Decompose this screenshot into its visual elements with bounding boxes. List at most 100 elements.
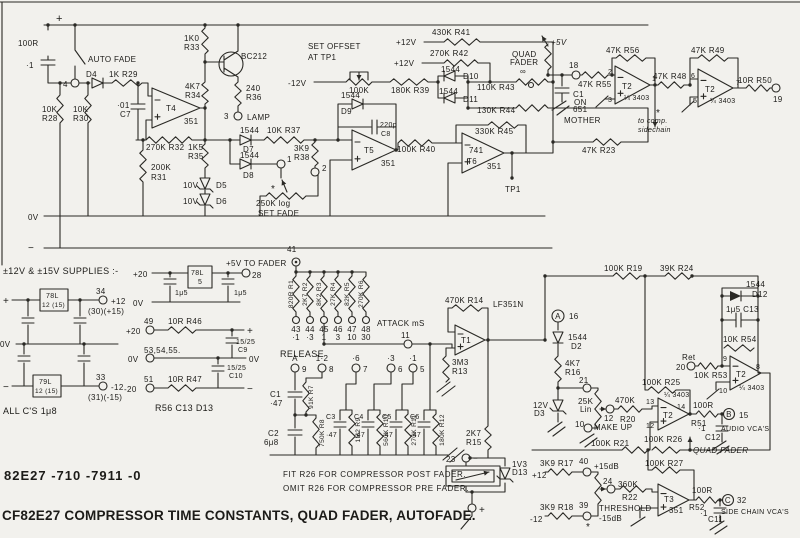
junction-dot: [293, 413, 297, 417]
junction-dot: [308, 270, 312, 274]
terminal: [317, 363, 327, 373]
schematic-label: 79L: [39, 379, 52, 386]
terminal: [467, 503, 477, 513]
schematic-label: 9: [302, 365, 307, 374]
junction-dot: [26, 298, 30, 302]
schematic-label: D10: [463, 72, 479, 81]
junction-dot: [556, 386, 560, 390]
schematic-label: 10K R37: [267, 126, 301, 135]
schematic-label: 13: [646, 399, 655, 406]
schematic-label: 1K5: [188, 143, 203, 152]
schematic-label: 10: [347, 333, 357, 342]
junction-dot: [236, 23, 240, 27]
schematic-label: 15/25: [227, 365, 246, 372]
schematic-label: R38: [294, 153, 310, 162]
schematic-label: Lin: [580, 405, 592, 414]
schematic-label: C2: [268, 429, 279, 438]
schematic-label: −: [247, 384, 253, 395]
schematic-label: SIDE CHAIN VCA'S: [721, 509, 789, 516]
schematic-label: 330K R45: [475, 127, 514, 136]
schematic-label: +20: [133, 270, 148, 279]
junction-dot: [546, 73, 550, 77]
schematic-label: MOTHER: [564, 116, 601, 125]
schematic-label: 48: [361, 325, 371, 334]
junction-dot: [646, 448, 650, 452]
terminal: [686, 361, 696, 371]
schematic-label: 7: [736, 80, 740, 87]
schematic-label: 1M2 R9: [355, 418, 362, 443]
junction-dot: [46, 23, 50, 27]
schematic-label: ALL C'S 1μ8: [3, 406, 57, 416]
junction-dot: [510, 151, 514, 155]
schematic-label: R22: [622, 493, 638, 502]
junction-dot: [394, 148, 398, 152]
schematic-label: 250K log: [256, 199, 290, 208]
schematic-label: 91K R7: [308, 385, 315, 409]
schematic-label: 3: [224, 112, 229, 121]
schematic-label: ·1: [698, 424, 706, 433]
junction-dot: [58, 81, 62, 85]
schematic-label: *: [656, 108, 660, 119]
schematic-label: 53,54,55.: [144, 346, 181, 355]
schematic-label: QUAD: [512, 50, 537, 59]
schematic-label: 47K R48: [653, 72, 687, 81]
schematic-label: 10V: [183, 181, 199, 190]
schematic-label: 47K R49: [691, 46, 725, 55]
schematic-label: +: [247, 326, 253, 337]
schematic-label: ¼ 3403: [624, 95, 649, 102]
schematic-label: 10: [575, 420, 585, 429]
schematic-label: 82K R5: [344, 282, 351, 306]
schematic-label: 750K R8: [319, 419, 326, 447]
schematic-label: R20: [620, 415, 636, 424]
terminal: [605, 404, 615, 414]
schematic-label: 15: [739, 411, 749, 420]
schematic-label: LAMP: [247, 113, 270, 122]
schematic-label: 1544: [439, 87, 458, 96]
schematic-label: T6: [467, 157, 477, 166]
schematic-label: 1V3: [512, 460, 527, 469]
terminal: [145, 325, 155, 335]
schematic-label: D4: [86, 70, 97, 79]
schematic-label: 1: [287, 155, 292, 164]
schematic-label: 270K R32: [146, 143, 185, 152]
schematic-label: A: [555, 312, 561, 321]
schematic-label: sidechain: [638, 127, 671, 134]
schematic-label: 1544: [240, 151, 259, 160]
junction-dot: [720, 364, 724, 368]
schematic-label: D9: [341, 107, 352, 116]
schematic-label: 351: [184, 117, 199, 126]
junction-dot: [720, 412, 724, 416]
junction-dot: [688, 448, 692, 452]
schematic-label: C1: [270, 390, 281, 399]
schematic-label: C4: [354, 414, 364, 421]
junction-dot: [228, 138, 232, 142]
junction-dot: [756, 294, 760, 298]
schematic-label: R51: [691, 419, 707, 428]
schematic-label: 470K: [615, 396, 635, 405]
schematic-label: 8: [329, 365, 334, 374]
schematic-label: C1: [573, 90, 584, 99]
junction-dot: [510, 176, 514, 180]
junction-dot: [226, 271, 230, 275]
schematic-label: R31: [151, 173, 167, 182]
schematic-label: 45: [319, 325, 329, 334]
schematic-label: D3: [534, 409, 545, 418]
schematic-label: 0V: [133, 299, 144, 308]
schematic-label: 651: [573, 105, 588, 114]
schematic-label: 10K R53: [694, 371, 728, 380]
junction-dot: [720, 294, 724, 298]
schematic-label: T4: [166, 104, 176, 113]
junction-dot: [436, 80, 440, 84]
schematic-label: 8: [756, 364, 760, 371]
schematic-label: 78L: [191, 270, 204, 277]
junction-dot: [336, 270, 340, 274]
junction-dot: [543, 338, 547, 342]
schematic-label: 10K R54: [723, 335, 757, 344]
schematic-label: −: [3, 382, 9, 393]
terminal: [305, 315, 315, 325]
schematic-label: 110K R43: [477, 83, 515, 92]
schematic-label: 10K: [73, 105, 89, 114]
junction-dot: [216, 356, 220, 360]
schematic-label: 14: [677, 404, 686, 411]
schematic-label: 100K R25: [642, 378, 681, 387]
